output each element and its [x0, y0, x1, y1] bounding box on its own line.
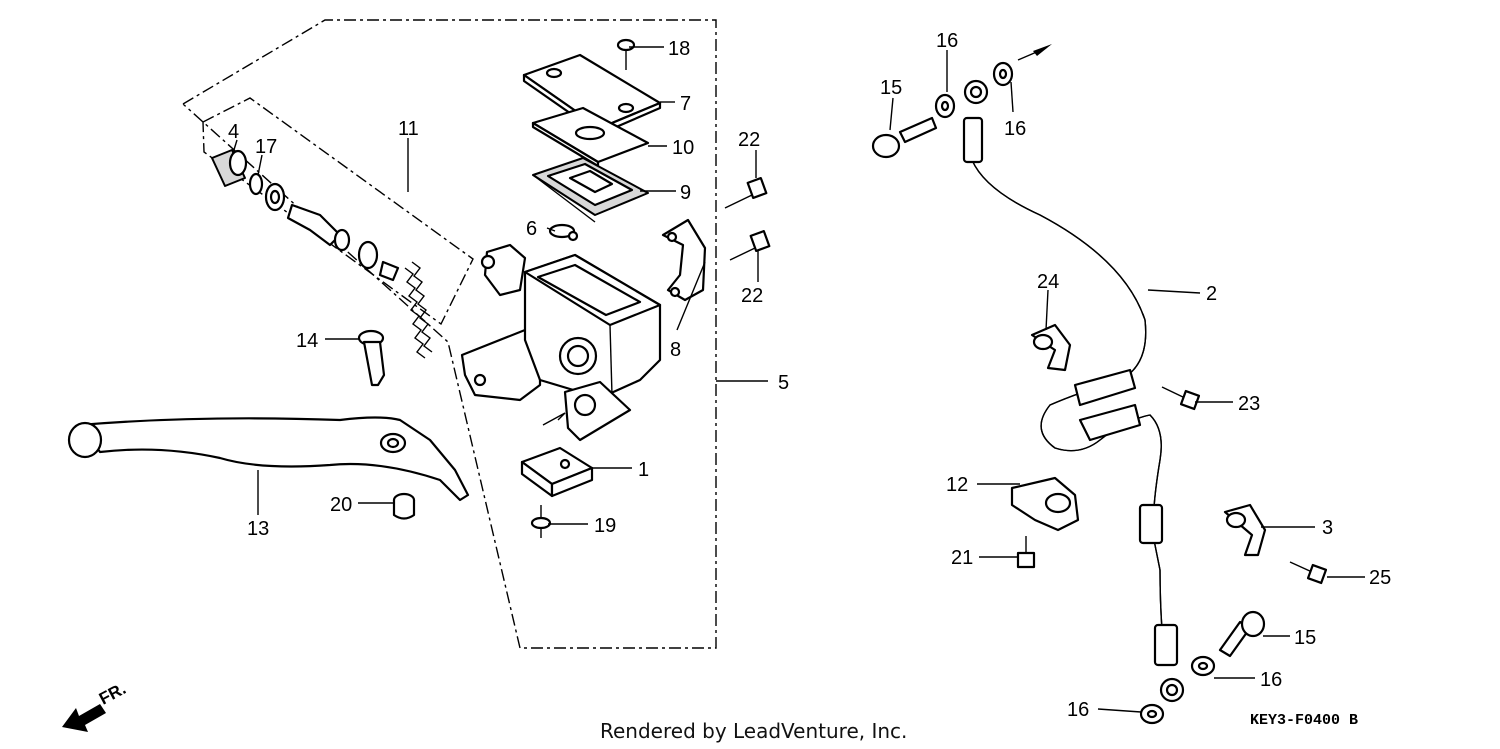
label-part-19: 19: [594, 515, 616, 537]
master-cylinder-body[interactable]: [460, 243, 662, 442]
piston-kit-outline: [202, 97, 474, 326]
label-part-15-lower: 15: [1294, 627, 1316, 649]
handlebar-holder[interactable]: [661, 218, 707, 302]
label-part-23: 23: [1238, 393, 1260, 415]
label-part-21: 21: [951, 547, 973, 569]
label-part-16-c: 16: [1260, 669, 1282, 691]
label-part-3: 3: [1322, 517, 1333, 539]
brake-lever[interactable]: [67, 416, 470, 502]
label-part-16-d: 16: [1067, 699, 1089, 721]
label-part-22-upper: 22: [738, 129, 760, 151]
hose-clamp-24[interactable]: [1030, 323, 1072, 372]
screw-22-lower[interactable]: [729, 229, 771, 261]
diaphragm[interactable]: [532, 157, 649, 223]
label-part-10: 10: [672, 137, 694, 159]
label-part-22-lower: 22: [741, 285, 763, 307]
label-part-5: 5: [778, 372, 789, 394]
float-indicator[interactable]: [548, 223, 579, 242]
assembly-outline: [182, 19, 717, 649]
banjo-bolt-15-lower[interactable]: [1218, 610, 1266, 658]
front-direction-arrow: FR.: [62, 679, 129, 732]
label-part-1: 1: [638, 459, 649, 481]
label-part-6: 6: [526, 218, 537, 240]
pivot-nut[interactable]: [392, 492, 416, 520]
label-part-14: 14: [296, 330, 318, 352]
leader-lines: [232, 46, 1365, 713]
bolt-25[interactable]: [1289, 561, 1328, 585]
label-part-7: 7: [680, 93, 691, 115]
label-part-20: 20: [330, 494, 352, 516]
label-part-15-upper: 15: [880, 77, 902, 99]
diaphragm-plate[interactable]: [531, 106, 650, 168]
washer-16-b[interactable]: [992, 61, 1014, 87]
brake-hose[interactable]: [962, 79, 1185, 703]
hose-guide-12[interactable]: [1010, 476, 1080, 532]
label-part-24: 24: [1037, 271, 1059, 293]
label-part-8: 8: [670, 339, 681, 361]
banjo-bolt-15-upper[interactable]: [871, 116, 938, 159]
label-part-16-b: 16: [1004, 118, 1026, 140]
label-part-25: 25: [1369, 567, 1391, 589]
pivot-bolt[interactable]: [357, 329, 386, 387]
circlip-17[interactable]: [248, 172, 264, 196]
screw-19[interactable]: [530, 505, 552, 538]
label-part-16-a: 16: [936, 30, 958, 52]
label-part-2: 2: [1206, 283, 1217, 305]
hose-clamp-3[interactable]: [1223, 503, 1267, 557]
bolt-21[interactable]: [1016, 536, 1036, 569]
washer-16-a[interactable]: [934, 93, 956, 119]
label-part-9: 9: [680, 182, 691, 204]
bolt-23[interactable]: [1161, 386, 1201, 411]
washer-16-c[interactable]: [1190, 655, 1216, 677]
body-arrow: [542, 412, 566, 426]
screw-18[interactable]: [616, 38, 636, 70]
label-part-13: 13: [247, 518, 269, 540]
piston-parts[interactable]: [264, 182, 400, 282]
label-part-11: 11: [398, 118, 419, 140]
footer-credit: Rendered by LeadVenture, Inc.: [600, 719, 907, 743]
label-part-17: 17: [255, 136, 277, 158]
diagram-code: KEY3-F0400 B: [1250, 712, 1358, 729]
label-part-12: 12: [946, 474, 968, 496]
label-part-4: 4: [228, 121, 239, 143]
label-part-18: 18: [668, 38, 690, 60]
boot-4[interactable]: [211, 149, 248, 187]
spring[interactable]: [404, 261, 433, 359]
brake-switch[interactable]: [520, 446, 594, 498]
front-direction-label: FR.: [96, 679, 129, 709]
washer-16-d[interactable]: [1139, 703, 1165, 725]
screw-22-upper[interactable]: [724, 176, 768, 209]
